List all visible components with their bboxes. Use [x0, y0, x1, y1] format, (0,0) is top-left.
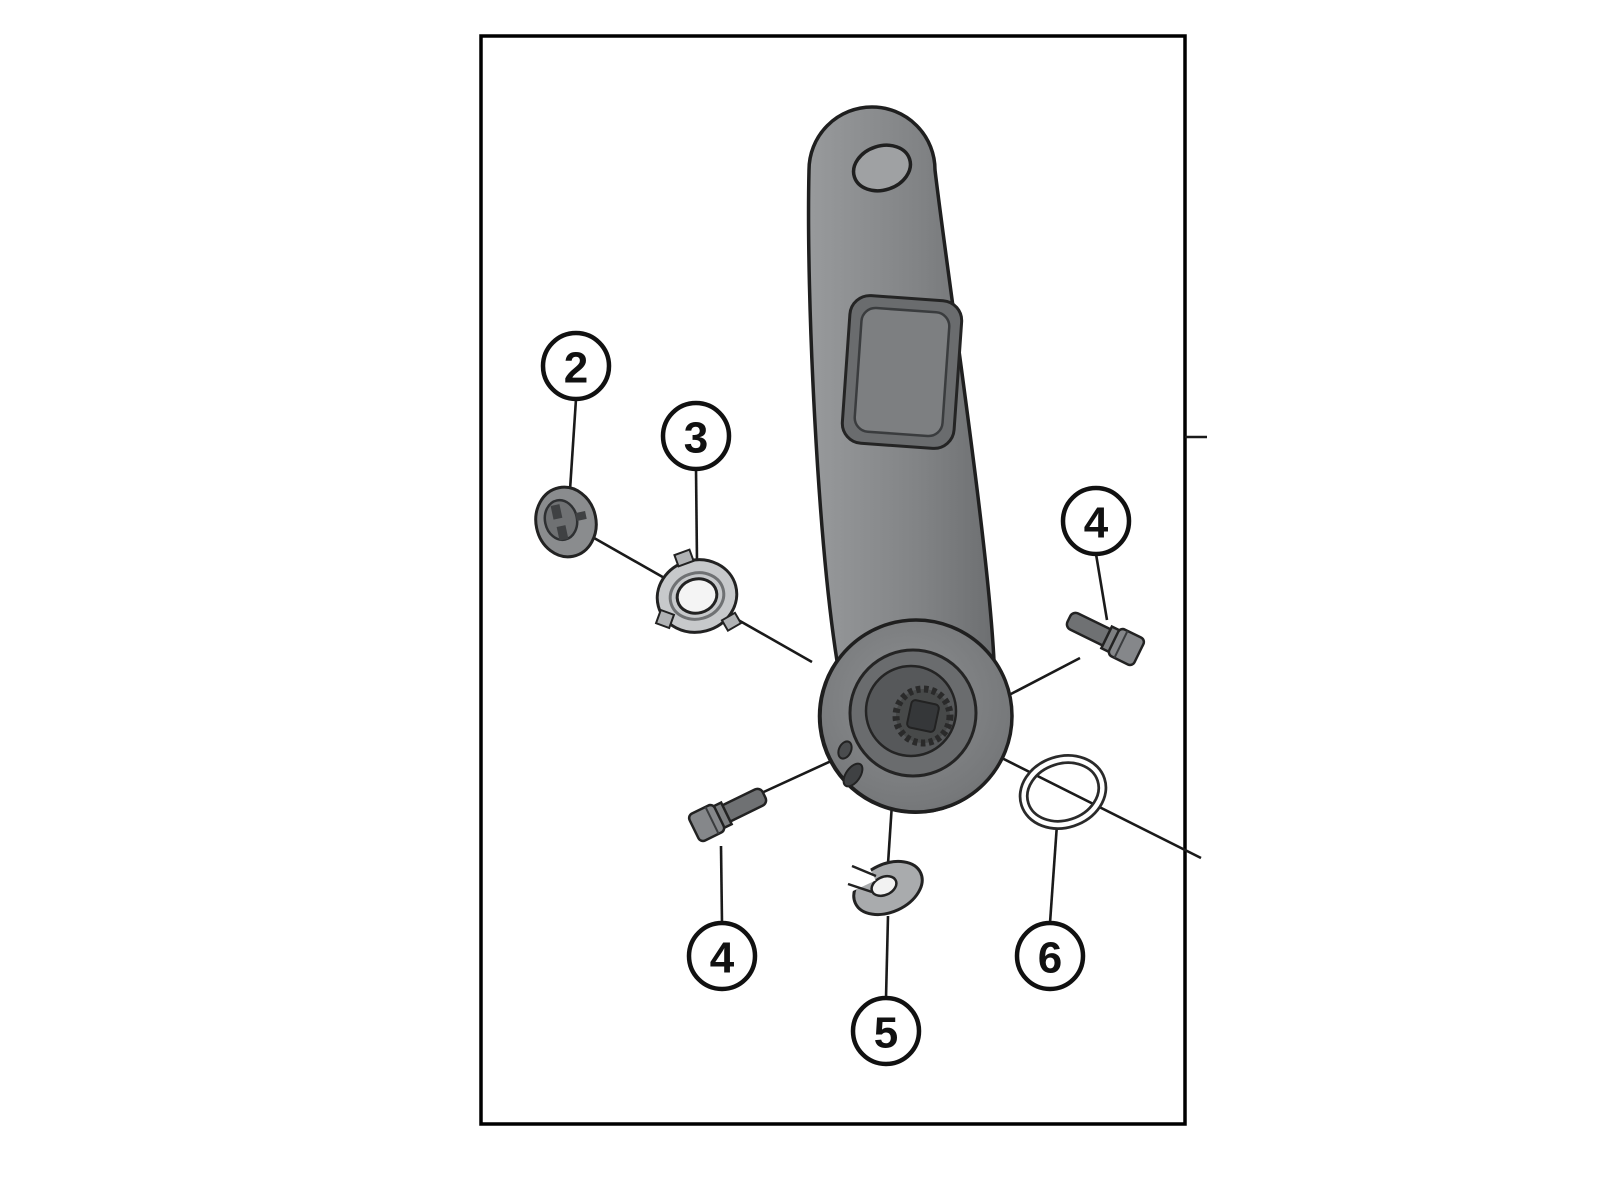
- svg-text:4: 4: [710, 934, 735, 983]
- crank-arm: [806, 105, 1014, 815]
- callout-2: 2: [540, 330, 612, 402]
- svg-text:5: 5: [874, 1009, 898, 1058]
- pedal-hole: [851, 143, 913, 193]
- callout-5: 5: [850, 995, 922, 1067]
- pinch-slot: [842, 762, 864, 788]
- o-ring-part: [1018, 754, 1108, 830]
- callout-3: 3: [660, 400, 732, 472]
- lock-ring-part: [654, 548, 743, 634]
- crank-cover: [840, 294, 964, 450]
- crank-spindle-boss: [818, 618, 1014, 814]
- svg-text:2: 2: [564, 344, 588, 393]
- callout-4-right: 4: [1060, 485, 1132, 557]
- pinch-bolt-hole: [837, 740, 853, 760]
- fixing-cap-part: [534, 485, 598, 559]
- pinch-bolt-right-part: [1065, 611, 1146, 667]
- svg-text:4: 4: [1084, 499, 1109, 548]
- svg-text:6: 6: [1038, 934, 1062, 983]
- safety-plate-part: [843, 859, 924, 917]
- pinch-bolt-left-part: [687, 787, 768, 843]
- callout-4-left: 4: [686, 920, 758, 992]
- svg-text:3: 3: [684, 414, 708, 463]
- callout-6: 6: [1014, 920, 1086, 992]
- callout-leader-lines: [568, 398, 1109, 999]
